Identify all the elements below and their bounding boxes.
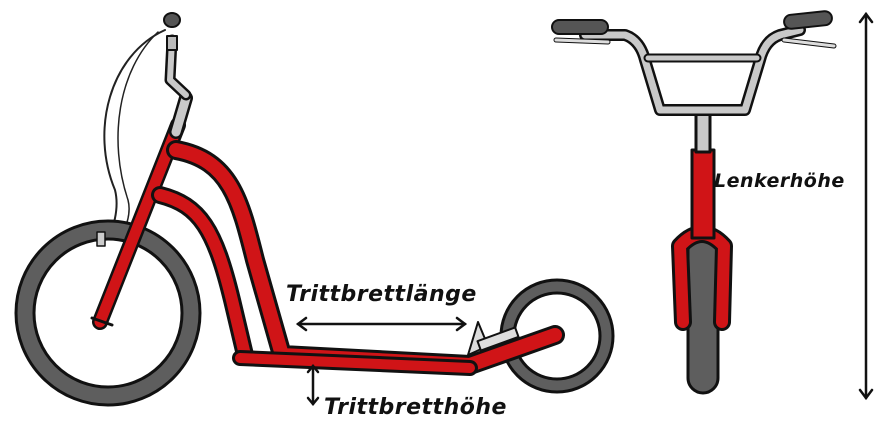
- scooter-front-view: [551, 10, 837, 395]
- brake-cable: [103, 29, 166, 241]
- right-grip: [783, 10, 833, 30]
- deck-height-arrow: [306, 364, 320, 406]
- deck-length-arrow: [295, 316, 468, 332]
- handlebar-height-arrow: [858, 11, 874, 401]
- left-grip: [551, 19, 609, 35]
- head-tube-front-view: [690, 148, 716, 240]
- scooter-side-view: [14, 12, 615, 407]
- deck-length-label: Trittbrettlänge: [286, 282, 477, 307]
- handlebar-height-label: Lenkerhöhe: [714, 170, 845, 192]
- deck-height-label: Trittbretthöhe: [324, 395, 507, 420]
